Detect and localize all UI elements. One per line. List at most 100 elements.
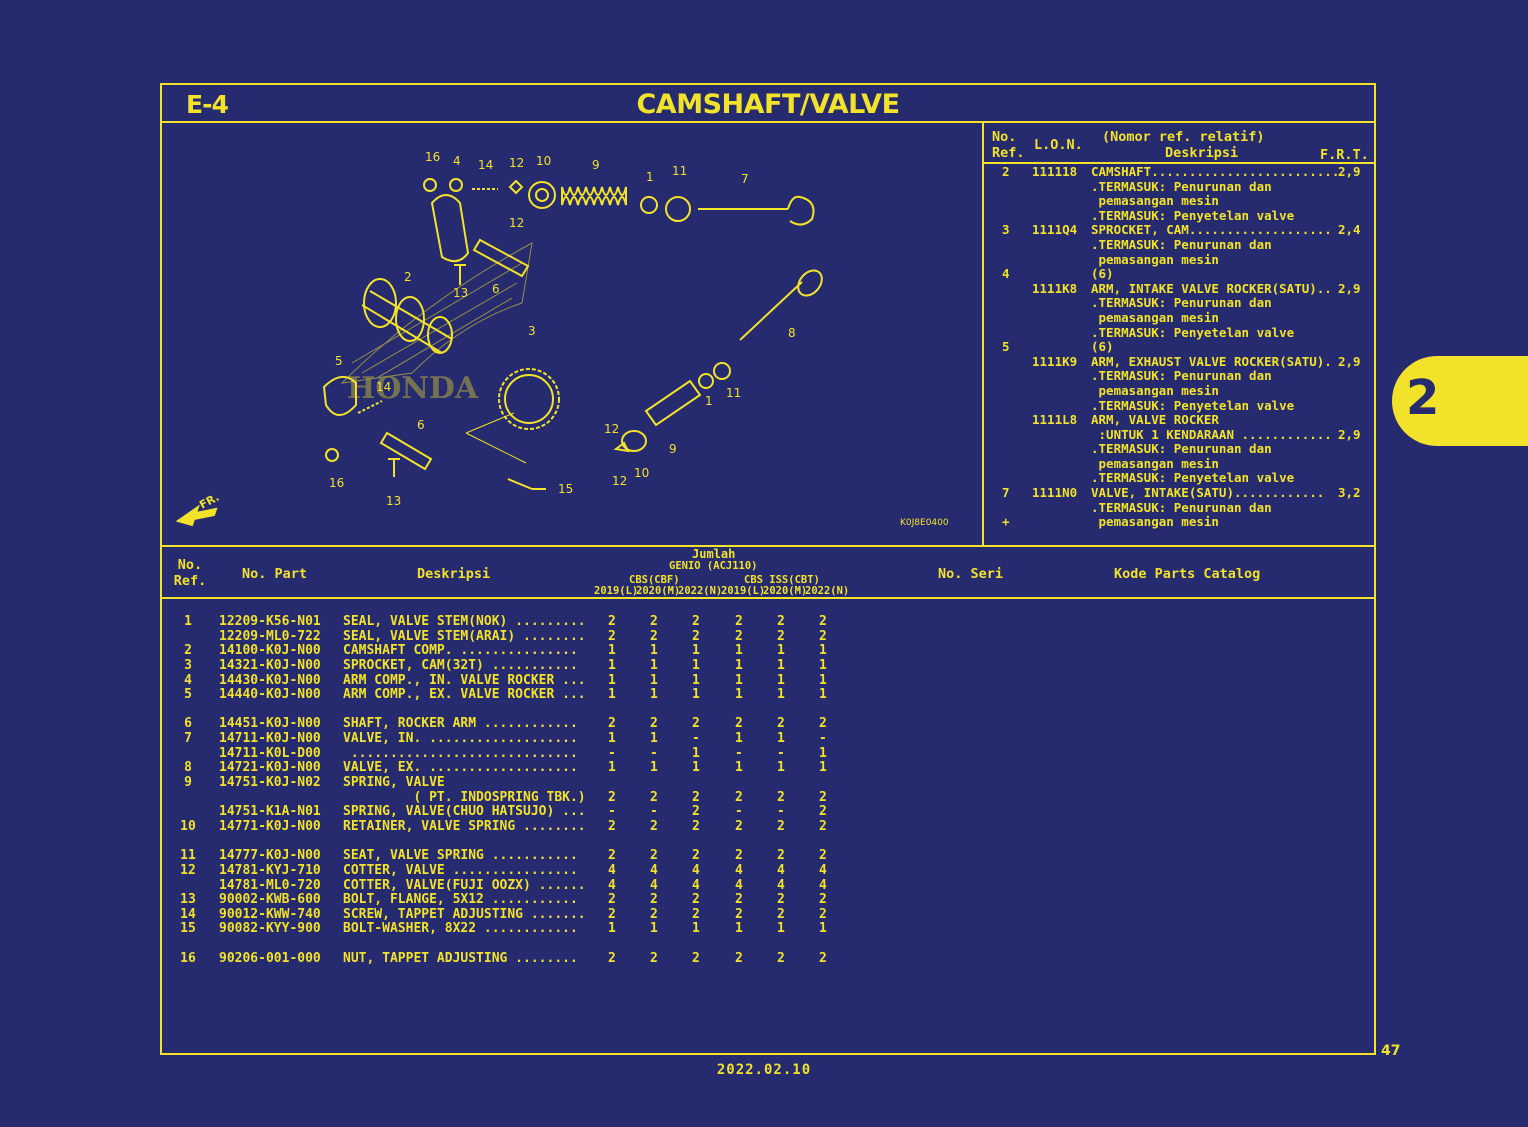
ref-lon: 111118: [1032, 164, 1078, 179]
cell-qty: 2: [777, 789, 785, 805]
cell-qty: 2: [608, 848, 616, 864]
ref-row: + pemasangan mesin: [985, 515, 1375, 530]
svg-text:HONDA: HONDA: [347, 371, 479, 406]
callout: 12: [509, 216, 524, 230]
cell-ref: 11: [180, 848, 196, 864]
section-tab-label: 2: [1406, 370, 1440, 426]
callout: 14: [478, 158, 493, 172]
cell-part-no: 14721-K0J-N00: [219, 760, 321, 776]
ref-desc: .TERMASUK: Penurunan dan: [1091, 295, 1272, 311]
cell-qty: -: [650, 804, 658, 820]
table-row[interactable]: 14711-K0L-D00 ..........................…: [162, 745, 862, 762]
cell-qty: -: [777, 745, 785, 761]
cell-part-no: 14430-K0J-N00: [219, 672, 321, 688]
cell-ref: 9: [184, 775, 192, 791]
cell-part-no: 14100-K0J-N00: [219, 643, 321, 659]
ref-row: .TERMASUK: Penurunan dan: [985, 179, 1375, 195]
cell-qty: 2: [692, 716, 700, 732]
bolt-13-lower: [388, 458, 400, 477]
callout: 10: [634, 466, 649, 480]
section-tab[interactable]: 2: [1392, 356, 1528, 446]
divider: [982, 122, 984, 545]
cell-qty: 2: [650, 716, 658, 732]
cell-qty: 1: [819, 760, 827, 776]
ref-frt: 3,2: [1338, 485, 1361, 501]
row-gap: [162, 703, 862, 718]
callout: 15: [558, 482, 573, 496]
cell-qty: -: [777, 804, 785, 820]
cell-qty: 4: [735, 877, 743, 893]
ref-row: .TERMASUK: Penyetelan valve: [985, 398, 1375, 414]
figure-code: K0J8E0400: [900, 518, 949, 528]
cell-qty: 1: [819, 921, 827, 937]
cell-part-no: 14771-K0J-N00: [219, 818, 321, 834]
callout: 12: [612, 474, 627, 488]
cell-qty: 2: [692, 848, 700, 864]
catalog-frame: E-4 CAMSHAFT/VALVE HONDA: [160, 83, 1376, 1055]
cell-qty: 1: [819, 643, 827, 659]
cell-qty: 1: [777, 672, 785, 688]
ref-desc: (6): [1091, 266, 1114, 282]
cell-part-no: 14711-K0L-D00: [219, 745, 321, 761]
ref-desc: pemasangan mesin: [1091, 251, 1219, 267]
cell-qty: 2: [819, 628, 827, 644]
ref-header-desc-2: Deskripsi: [1165, 145, 1239, 161]
callout: 6: [492, 282, 500, 296]
cell-qty: 1: [735, 643, 743, 659]
cell-desc: .............................: [343, 745, 578, 761]
cell-qty: 2: [777, 818, 785, 834]
callout: 2: [404, 270, 412, 284]
rocker-arm-5: [322, 376, 357, 416]
cell-qty: 2: [735, 716, 743, 732]
cell-qty: 1: [650, 687, 658, 703]
cell-desc: COTTER, VALVE ................: [343, 862, 578, 878]
page-number: 47: [1381, 1043, 1401, 1059]
ref-header-no-line1: No.: [992, 129, 1017, 145]
ref-frt: 2,4: [1338, 222, 1361, 238]
cell-qty: 2: [650, 818, 658, 834]
ref-frt: 2,9: [1338, 426, 1361, 442]
callout: 12: [509, 156, 524, 170]
cell-desc: CAMSHAFT COMP. ...............: [343, 643, 578, 659]
direction-arrow-icon: [175, 504, 218, 527]
cell-qty: 2: [735, 614, 743, 629]
ref-desc: ARM, INTAKE VALVE ROCKER(SATU)..: [1091, 280, 1332, 296]
cell-qty: 1: [692, 657, 700, 673]
cell-qty: -: [650, 745, 658, 761]
cell-qty: 2: [777, 848, 785, 864]
cell-qty: 2: [735, 906, 743, 922]
valve-exhaust-8: [739, 281, 803, 341]
cell-desc: ( PT. INDOSPRING TBK.): [343, 789, 586, 805]
cell-qty: 2: [650, 892, 658, 908]
cell-desc: VALVE, IN. ...................: [343, 731, 578, 747]
cell-qty: 2: [608, 950, 616, 966]
callout: 4: [453, 154, 461, 168]
callout: 12: [604, 422, 619, 436]
cell-qty: 2: [777, 950, 785, 966]
cell-qty: 4: [735, 862, 743, 878]
